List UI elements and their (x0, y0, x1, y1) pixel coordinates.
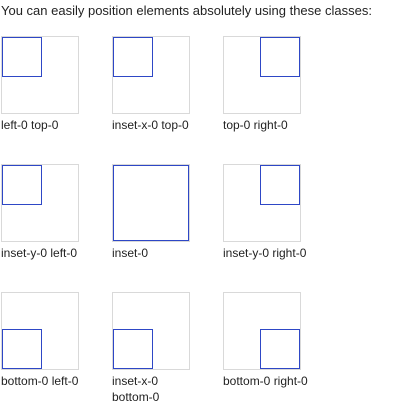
example-frame (1, 164, 79, 242)
example-label: bottom-0 left-0 (1, 374, 79, 388)
example-frame (1, 36, 79, 114)
example-inset-y-0-left-0: inset-y-0 left-0 (1, 164, 113, 276)
example-inset-0: inset-0 (112, 164, 224, 276)
example-label: inset-x-0 bottom-0 (112, 374, 160, 404)
example-label: inset-y-0 right-0 (223, 246, 307, 260)
positioned-box (260, 165, 300, 205)
positioned-box (113, 165, 189, 241)
example-inset-x-0-bottom-0: inset-x-0 bottom-0 (112, 292, 224, 404)
positioned-box (2, 165, 42, 205)
positioned-box (113, 329, 153, 369)
example-frame (112, 164, 190, 242)
positioned-box (2, 37, 42, 77)
example-label: bottom-0 right-0 (223, 374, 308, 388)
example-frame (223, 292, 301, 370)
example-label: inset-0 (112, 246, 149, 260)
example-label: left-0 top-0 (1, 118, 59, 132)
example-frame (223, 164, 301, 242)
intro-text: You can easily position elements absolut… (1, 3, 372, 18)
example-bottom-0-right-0: bottom-0 right-0 (223, 292, 335, 404)
positioned-box (2, 329, 42, 369)
positioned-box (260, 329, 300, 369)
example-frame (1, 292, 79, 370)
example-inset-y-0-right-0: inset-y-0 right-0 (223, 164, 335, 276)
example-top-0-right-0: top-0 right-0 (223, 36, 335, 148)
positioned-box (260, 37, 300, 77)
example-frame (112, 36, 190, 114)
example-frame (112, 292, 190, 370)
example-bottom-0-left-0: bottom-0 left-0 (1, 292, 113, 404)
example-label: inset-y-0 left-0 (1, 246, 78, 260)
example-label: top-0 right-0 (223, 118, 288, 132)
example-frame (223, 36, 301, 114)
position-examples-grid: left-0 top-0 inset-x-0 top-0 top-0 right… (1, 36, 308, 404)
example-left-0-top-0: left-0 top-0 (1, 36, 113, 148)
example-label: inset-x-0 top-0 (112, 118, 189, 132)
positioned-box (113, 37, 153, 77)
example-inset-x-0-top-0: inset-x-0 top-0 (112, 36, 224, 148)
